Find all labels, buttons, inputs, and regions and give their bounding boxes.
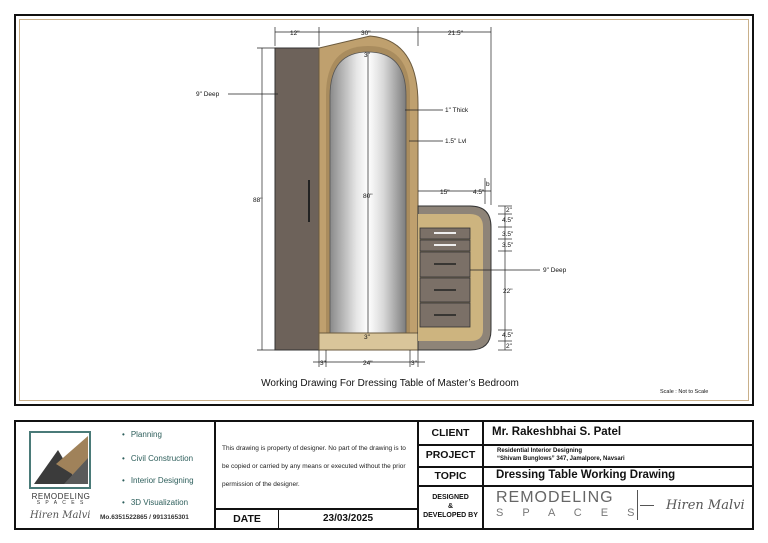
service-3d: 3D Visualization bbox=[122, 498, 188, 507]
mobile-number: Mo.6351522865 / 9913165301 bbox=[100, 514, 189, 521]
brand-dash bbox=[640, 505, 654, 506]
dim-small-b: b bbox=[486, 181, 490, 188]
designer-signature: Hiren Malvi bbox=[30, 510, 91, 521]
drawing-frame bbox=[14, 14, 754, 406]
dim-4-5a: 4.5" bbox=[502, 217, 514, 224]
dim-3-5a: 3.5" bbox=[502, 231, 514, 238]
title-block: REMODELING S P A C E S Hiren Malvi Plann… bbox=[14, 420, 754, 530]
dimension-lines bbox=[228, 27, 540, 367]
drawing-caption: Working Drawing For Dressing Table of Ma… bbox=[261, 378, 519, 389]
divider-row-1 bbox=[417, 444, 754, 446]
project-label: PROJECT bbox=[425, 449, 476, 461]
drawing-inner-frame bbox=[19, 19, 749, 401]
designed-label: DESIGNED & DEVELOPED BY bbox=[419, 493, 482, 520]
dim-bottom-3a: 3" bbox=[320, 360, 327, 367]
drawers bbox=[419, 227, 471, 328]
divider-row-2 bbox=[417, 466, 754, 468]
dim-22: 22" bbox=[503, 288, 513, 295]
dim-w-4-5: 4.5" bbox=[473, 189, 485, 196]
dressing-table-drawing: 12" 30" 21.5" 9" Deep 1" Thick 1.5" Lvl … bbox=[196, 27, 567, 367]
topic-label: TOPIC bbox=[434, 470, 467, 482]
dim-inner-3-top: 3" bbox=[364, 52, 371, 59]
brand-text: REMODELING bbox=[496, 489, 614, 506]
dim-w-15: 15" bbox=[440, 189, 450, 196]
dim-top-12: 12" bbox=[290, 30, 300, 37]
divider-2 bbox=[417, 422, 419, 528]
date-value: 23/03/2025 bbox=[322, 513, 374, 524]
client-value: Mr. Rakeshbhai S. Patel bbox=[492, 426, 622, 438]
dim-4-5b: 4.5" bbox=[502, 332, 514, 339]
dim-deep-right: 9" Deep bbox=[543, 267, 567, 274]
brand-divider bbox=[637, 490, 638, 520]
dim-3-5b: 3.5" bbox=[502, 242, 514, 249]
date-label: DATE bbox=[233, 513, 261, 525]
divider-3 bbox=[482, 422, 484, 528]
dim-2b: 2" bbox=[506, 343, 513, 350]
side-panel bbox=[274, 47, 320, 351]
project-line-2: “Shivam Bunglows” 347, Jamalpore, Navsar… bbox=[497, 456, 625, 462]
dim-thick: 1" Thick bbox=[445, 107, 469, 114]
logo-sub: S P A C E S bbox=[36, 500, 86, 506]
dim-bottom-3b: 3" bbox=[411, 360, 418, 367]
scale-note: Scale : Not to Scale bbox=[660, 389, 709, 395]
dim-2a: 2" bbox=[506, 207, 513, 214]
copyright-notice: This drawing is property of designer. No… bbox=[222, 445, 406, 488]
remodeling-logo bbox=[29, 431, 91, 489]
dim-height-80: 80" bbox=[363, 193, 373, 200]
service-planning: Planning bbox=[122, 430, 162, 439]
dim-height-88: 88" bbox=[253, 197, 263, 204]
dim-top-21-5: 21.5" bbox=[448, 30, 464, 37]
designed-label-line-3: DEVELOPED BY bbox=[423, 512, 478, 519]
divider-1 bbox=[214, 422, 216, 528]
divider-date-v bbox=[278, 508, 279, 528]
dim-bottom-24: 24" bbox=[363, 360, 373, 367]
project-line-1: Residential Interior Designing bbox=[497, 448, 583, 454]
service-civil: Civil Construction bbox=[122, 454, 193, 463]
designed-label-line-2: & bbox=[447, 503, 454, 510]
divider-date bbox=[214, 508, 419, 510]
designed-label-line-1: DESIGNED bbox=[432, 494, 469, 501]
divider-row-3 bbox=[417, 485, 754, 487]
dim-deep-left: 9" Deep bbox=[196, 91, 220, 98]
client-label: CLIENT bbox=[431, 427, 470, 439]
brand-signature: Hiren Malvi bbox=[666, 498, 745, 513]
service-interior: Interior Designing bbox=[122, 476, 194, 485]
dim-lvl: 1.5" Lvl bbox=[445, 138, 467, 145]
logo-text: REMODELING bbox=[31, 492, 91, 501]
brand-sub: S P A C E S bbox=[496, 507, 643, 519]
dim-inner-3-bottom: 3" bbox=[364, 334, 371, 341]
topic-value: Dressing Table Working Drawing bbox=[496, 469, 676, 481]
dim-top-30: 30" bbox=[361, 30, 371, 37]
